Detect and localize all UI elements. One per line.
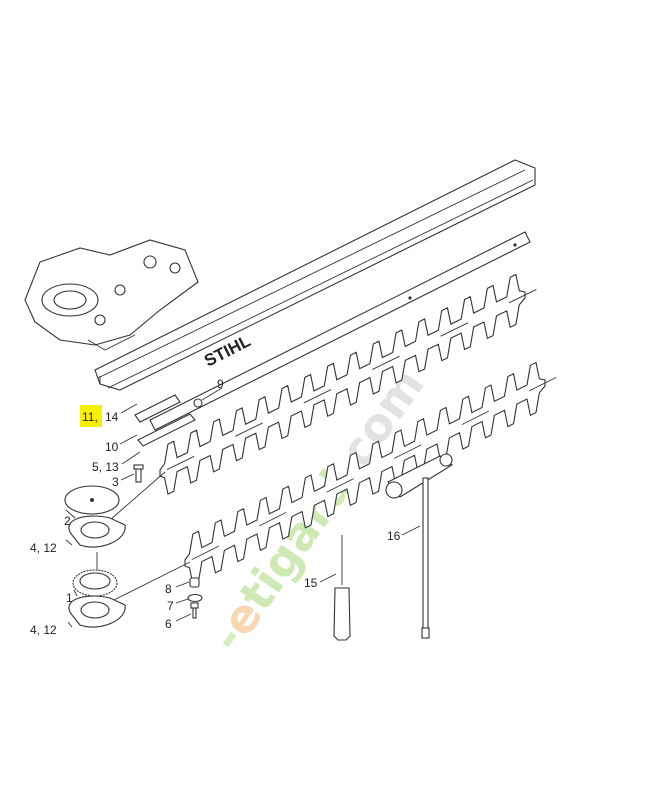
upper-blade-arm xyxy=(109,471,166,521)
callout-8: 8 xyxy=(165,582,172,596)
blade-slot xyxy=(529,376,557,392)
callout-6: 6 xyxy=(165,617,172,631)
callout-7: 7 xyxy=(167,599,174,613)
blade-outline xyxy=(184,361,546,585)
blade-slot xyxy=(326,478,354,493)
callout-11: 11, xyxy=(82,410,98,424)
blade-slot xyxy=(461,410,489,426)
callout-10: 10 xyxy=(105,440,119,454)
callout-16: 16 xyxy=(387,529,401,543)
callout-2: 2 xyxy=(64,514,71,528)
callout-3: 3 xyxy=(112,475,119,489)
callout-9: 9 xyxy=(217,377,224,391)
blade-slot xyxy=(166,455,195,471)
washer-7 xyxy=(187,593,203,603)
callouts: 9 11, 14 10 5, 13 3 2 4, 12 1 8 7 6 4, 1… xyxy=(30,377,401,637)
blade-slot xyxy=(259,511,287,527)
sleeve-8 xyxy=(189,577,200,588)
callout-15: 15 xyxy=(304,576,318,590)
screwdriver-15 xyxy=(333,535,351,641)
connecting-link-upper xyxy=(68,515,126,548)
callout-14: 14 xyxy=(105,410,119,424)
spur-gear-1 xyxy=(72,552,118,597)
combination-wrench-16 xyxy=(385,453,453,639)
blade-slot xyxy=(303,389,332,404)
cutting-blades xyxy=(109,273,557,603)
blade-slot xyxy=(508,289,537,304)
blade-slot xyxy=(440,322,469,337)
connecting-link-lower xyxy=(68,595,126,628)
blade-outline xyxy=(159,273,526,495)
spacer-plate-10 xyxy=(134,394,181,423)
lower-blade xyxy=(184,361,557,585)
blade-slot xyxy=(394,444,422,459)
blade-slot xyxy=(371,355,400,370)
blade-slot xyxy=(235,422,263,437)
gear-housing xyxy=(24,239,199,351)
leader-lines xyxy=(65,387,421,628)
callout-4-12-upper: 4, 12 xyxy=(30,541,57,555)
highlight-marker xyxy=(80,405,102,427)
blade-slot xyxy=(191,545,219,561)
upper-blade xyxy=(159,273,537,495)
callout-1: 1 xyxy=(66,591,73,605)
lower-blade-arm xyxy=(109,561,191,603)
callout-5-13: 5, 13 xyxy=(92,460,119,474)
screw-6 xyxy=(190,602,199,619)
nut-9 xyxy=(193,398,203,408)
callout-4-12-lower: 4, 12 xyxy=(30,623,57,637)
screw-3 xyxy=(133,464,144,483)
spacer-plate-5 xyxy=(137,413,196,447)
thrust-washer-2 xyxy=(64,485,120,515)
guide-rail xyxy=(149,231,531,431)
